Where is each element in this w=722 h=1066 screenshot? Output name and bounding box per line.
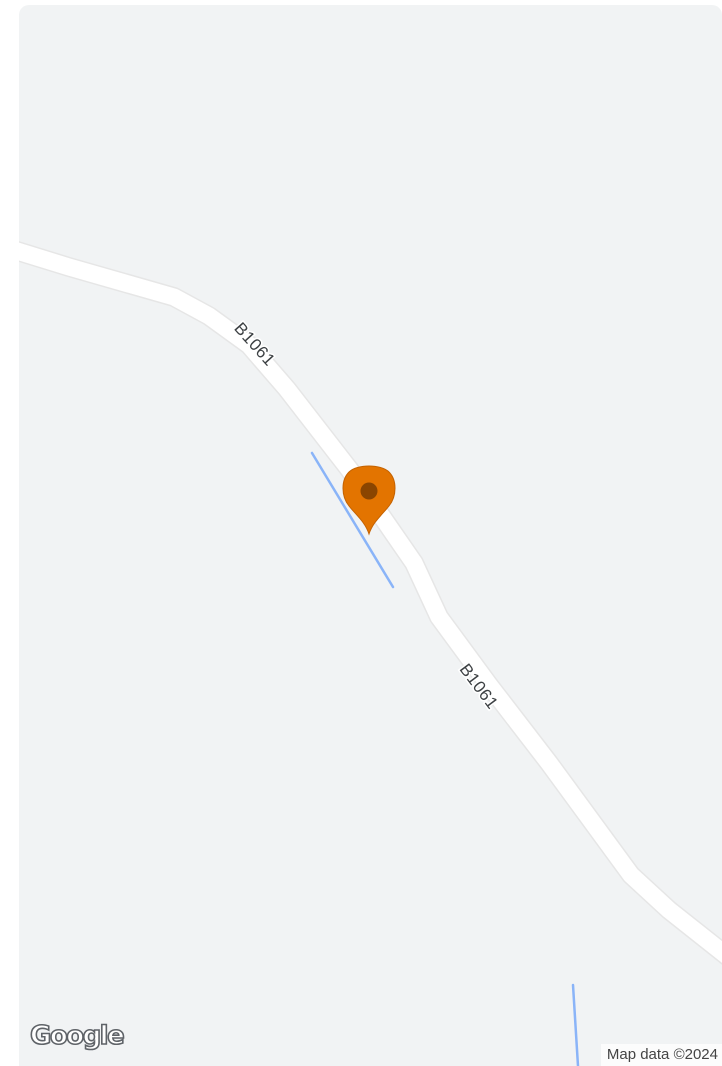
- map-attribution[interactable]: Map data ©2024: [600, 1044, 722, 1066]
- google-logo: Google: [29, 1021, 125, 1051]
- map-canvas[interactable]: B1061 B1061 Google Map data ©2024: [19, 5, 722, 1066]
- map-layer[interactable]: B1061 B1061: [19, 5, 722, 1066]
- stream: [310, 451, 395, 589]
- road-b1061[interactable]: [19, 242, 722, 963]
- stream: [571, 983, 580, 1066]
- location-pin-icon[interactable]: [342, 465, 396, 536]
